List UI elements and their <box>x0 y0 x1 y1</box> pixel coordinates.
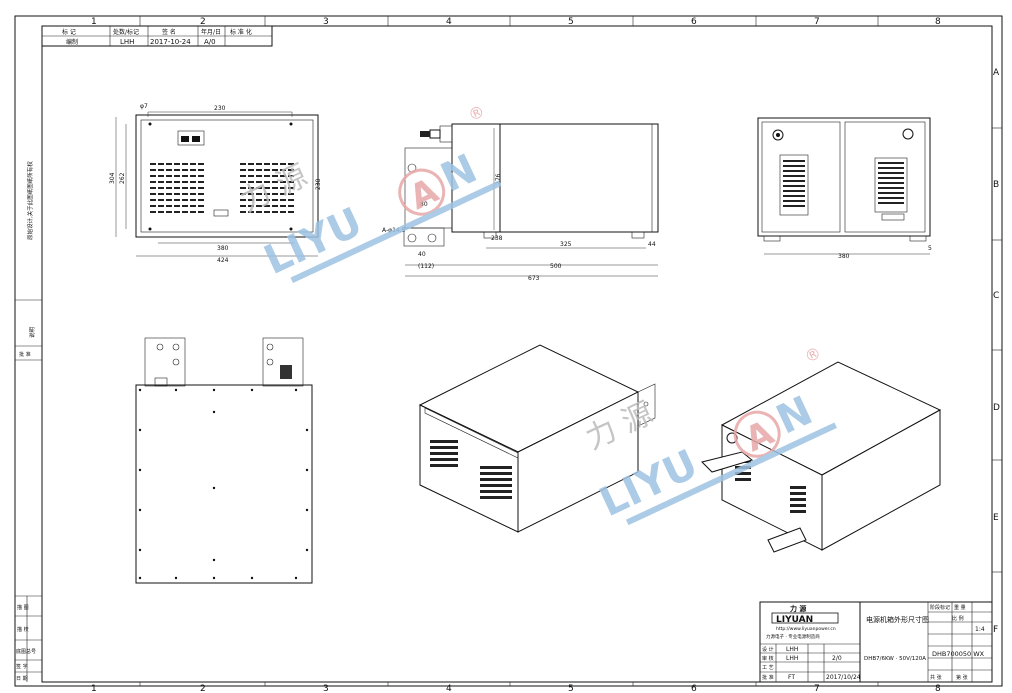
revision-table: 标 记 处数/标记 签 名 年月/日 标 准 化 编制 LHH 2017-10-… <box>41 25 273 47</box>
dim-front-h-inner: 262 <box>119 172 126 184</box>
dim-side-40: 40 <box>418 251 426 258</box>
website: http://www.liyuanpower.cn <box>776 626 836 632</box>
logo-badge <box>771 612 839 624</box>
isometric-view-right <box>701 361 942 553</box>
drawing-title: 电源机箱外形尺寸图 <box>866 615 929 624</box>
col-label-bottom-5: 5 <box>568 684 574 693</box>
rev-cell-3: 2017-10-24 <box>150 38 191 46</box>
row-label-f: F <box>993 625 998 635</box>
rev-cell-1: 编制 <box>66 38 78 46</box>
row-label-approve: 批 准 <box>762 674 774 681</box>
drawing-number: DHB700050 WX <box>932 650 985 658</box>
dim-side-80: 80 <box>420 201 428 208</box>
front-view: 230 φ7 <box>109 103 322 264</box>
left-strip-label-4: 描 图 <box>17 604 29 611</box>
title-block: 力 源 LIYUAN http://www.liyuanpower.cn 力源电… <box>759 601 993 683</box>
col-label-bottom-1: 1 <box>91 684 97 693</box>
row-label-d: D <box>993 403 1000 413</box>
dim-rear-small: 5 <box>928 245 932 252</box>
row-label-design: 设 计 <box>762 646 774 653</box>
column-ruler: 1 2 3 4 5 6 7 8 1 2 3 4 5 6 7 8 <box>42 16 992 693</box>
approver: FT <box>788 674 795 681</box>
col-label-8: 8 <box>935 17 941 27</box>
col-label-7: 7 <box>814 17 820 27</box>
dim-side-height: 276 <box>495 173 502 185</box>
dim-side-500: 500 <box>550 263 562 270</box>
rev-header-2: 处数/标记 <box>113 28 139 36</box>
side-view: 276 A-φ14.5 80 40 238 325 44 (112) 500 6… <box>382 123 659 282</box>
left-strip-label-3: 批 准 <box>19 351 31 358</box>
watermark-reg-1: ® <box>465 101 488 125</box>
col-label-bottom-3: 3 <box>323 684 329 693</box>
weight-label: 重 量 <box>954 604 966 611</box>
dim-front-bottom-outer: 424 <box>217 257 229 264</box>
version: 2/0 <box>832 655 842 662</box>
designer: LHH <box>786 646 798 653</box>
left-strip-label-6: 底图总号 <box>16 648 36 655</box>
col-label-2: 2 <box>200 17 206 27</box>
row-label-a: A <box>993 68 1000 78</box>
col-label-bottom-8: 8 <box>935 684 941 693</box>
ratio-label: 比 例 <box>952 615 964 622</box>
col-label-bottom-2: 2 <box>200 684 206 693</box>
dim-side-325: 325 <box>560 241 572 248</box>
rev-header-5: 标 准 化 <box>230 28 252 36</box>
rev-header-1: 标 记 <box>62 28 76 36</box>
dim-front-bottom-inner: 380 <box>217 245 229 252</box>
checker: LHH <box>786 655 798 662</box>
row-label-b: B <box>993 180 999 190</box>
dim-front-h-outer: 304 <box>109 172 116 184</box>
rev-header-4: 年月/日 <box>201 28 221 36</box>
logo-cn: 力 源 <box>790 604 806 613</box>
col-label-bottom-6: 6 <box>691 684 697 693</box>
dim-side-112: (112) <box>418 263 434 270</box>
left-strip: 原始设计,关于此图纸图纸所有权 说明 批 准 描 图 描 校 底图总号 签 字 … <box>15 161 42 682</box>
row-label-process: 工 艺 <box>762 665 774 671</box>
col-label-bottom-7: 7 <box>814 684 820 693</box>
row-label-e: E <box>993 513 999 523</box>
col-label-3: 3 <box>323 17 329 27</box>
outer-frame <box>14 15 1003 687</box>
dim-side-44: 44 <box>648 241 656 248</box>
col-label-6: 6 <box>691 17 697 27</box>
logo-en: LIYUAN <box>776 615 813 625</box>
col-label-1: 1 <box>91 17 97 27</box>
left-strip-label-8: 日 期 <box>16 676 28 682</box>
watermark-reg-2: ® <box>802 343 825 367</box>
left-strip-label-7: 签 字 <box>16 663 28 670</box>
dim-front-top: 230 <box>214 105 226 112</box>
row-ruler: A B C D E F <box>992 68 1002 635</box>
isometric-view-left <box>418 344 656 533</box>
row-label-c: C <box>993 291 999 301</box>
dim-side-238: 238 <box>491 235 503 242</box>
rev-cell-2: LHH <box>120 38 134 46</box>
rev-cell-4: A/0 <box>204 38 216 46</box>
sheet-current: 第 张 <box>956 674 968 681</box>
rear-view: 380 5 <box>757 117 932 260</box>
subtitle: DHB7/6KW · 50V/120A <box>864 656 926 662</box>
col-label-5: 5 <box>568 17 574 27</box>
top-view <box>135 337 313 584</box>
stage-label: 阶段标记 <box>930 604 950 611</box>
rev-header-3: 签 名 <box>162 28 176 36</box>
dim-side-overall: 673 <box>528 275 540 282</box>
dim-front-hole: φ7 <box>140 103 148 110</box>
date: 2017/10/24 <box>826 674 861 681</box>
left-strip-label-5: 描 校 <box>17 626 29 633</box>
col-label-bottom-4: 4 <box>446 684 452 693</box>
left-strip-label-2: 说明 <box>28 326 36 338</box>
dim-front-right: 238 <box>315 178 322 190</box>
ratio: 1:4 <box>975 626 985 633</box>
row-label-check: 审 核 <box>762 655 774 662</box>
col-label-4: 4 <box>446 17 452 27</box>
company: 力源电子 · 专业电源制造商 <box>766 633 820 640</box>
dim-rear-width: 380 <box>838 253 850 260</box>
left-strip-note: 原始设计,关于此图纸图纸所有权 <box>26 161 34 240</box>
sheet-total: 共 张 <box>930 674 942 681</box>
